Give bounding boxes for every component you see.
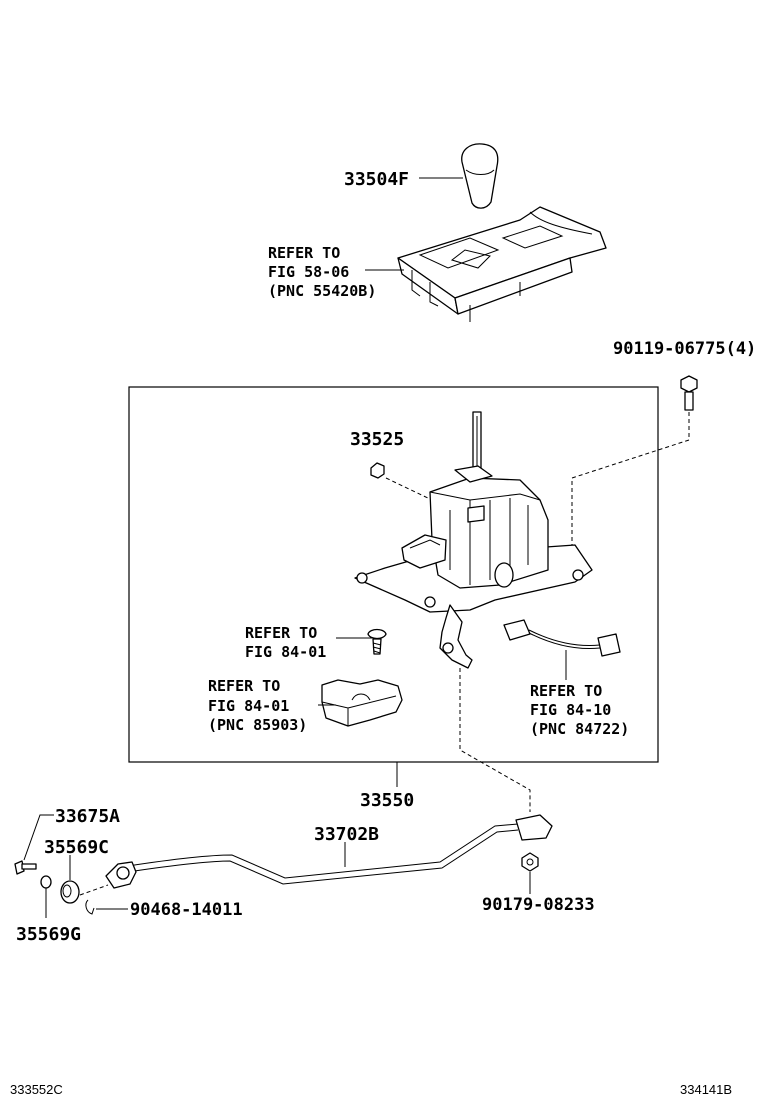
clip-icon xyxy=(85,899,95,915)
shift-lever-assembly xyxy=(354,411,593,669)
label-refer-8401a-line2: FIG 84-01 xyxy=(245,643,326,661)
label-refer-58-line3: (PNC 55420B) xyxy=(268,282,376,300)
label-bolt: 90119-06775(4) xyxy=(613,339,756,359)
label-cable: 33702B xyxy=(314,824,379,845)
label-refer-8410-line1: REFER TO xyxy=(530,682,602,700)
shift-cable xyxy=(105,814,553,889)
label-refer-8401b-line2: FIG 84-01 xyxy=(208,697,289,715)
screw-icon xyxy=(367,628,387,655)
cable-dashed-guide xyxy=(459,668,531,812)
bolt-icon xyxy=(680,375,698,411)
bushing-icon xyxy=(60,880,80,904)
label-refer-8410-line3: (PNC 84722) xyxy=(530,720,629,738)
switch-block xyxy=(321,679,403,727)
label-refer-8401b-line1: REFER TO xyxy=(208,677,280,695)
bolt-dashed-guide xyxy=(571,412,690,560)
clip-dashed-guide xyxy=(79,884,109,896)
label-refer-8410-line2: FIG 84-10 xyxy=(530,701,611,719)
label-refer-8401a-line1: REFER TO xyxy=(245,624,317,642)
label-bushing: 35569C xyxy=(44,837,109,858)
leader-pin xyxy=(23,814,54,861)
wire-harness xyxy=(503,619,621,657)
label-washer: 35569G xyxy=(16,924,81,945)
label-cable-nut: 90179-08233 xyxy=(482,895,595,915)
footer-right-code: 334141B xyxy=(680,1082,732,1097)
label-knob: 33504F xyxy=(344,169,409,190)
footer-left-code: 333552C xyxy=(10,1082,63,1097)
label-pin: 33675A xyxy=(55,806,120,827)
label-refer-8401b-line3: (PNC 85903) xyxy=(208,716,307,734)
nut-dashed-guide xyxy=(385,477,433,501)
small-nut-icon xyxy=(370,462,385,479)
assembly-frame xyxy=(128,386,659,763)
label-nut-33525: 33525 xyxy=(350,429,404,450)
label-assembly: 33550 xyxy=(360,790,414,811)
cable-nut-icon xyxy=(521,852,539,872)
label-refer-58-line1: REFER TO xyxy=(268,244,340,262)
shift-knob xyxy=(461,143,499,209)
label-refer-58-line2: FIG 58-06 xyxy=(268,263,349,281)
pin-icon xyxy=(14,860,37,875)
shift-indicator-panel xyxy=(397,206,607,322)
label-clip: 90468-14011 xyxy=(130,900,243,920)
washer-icon xyxy=(40,875,52,889)
